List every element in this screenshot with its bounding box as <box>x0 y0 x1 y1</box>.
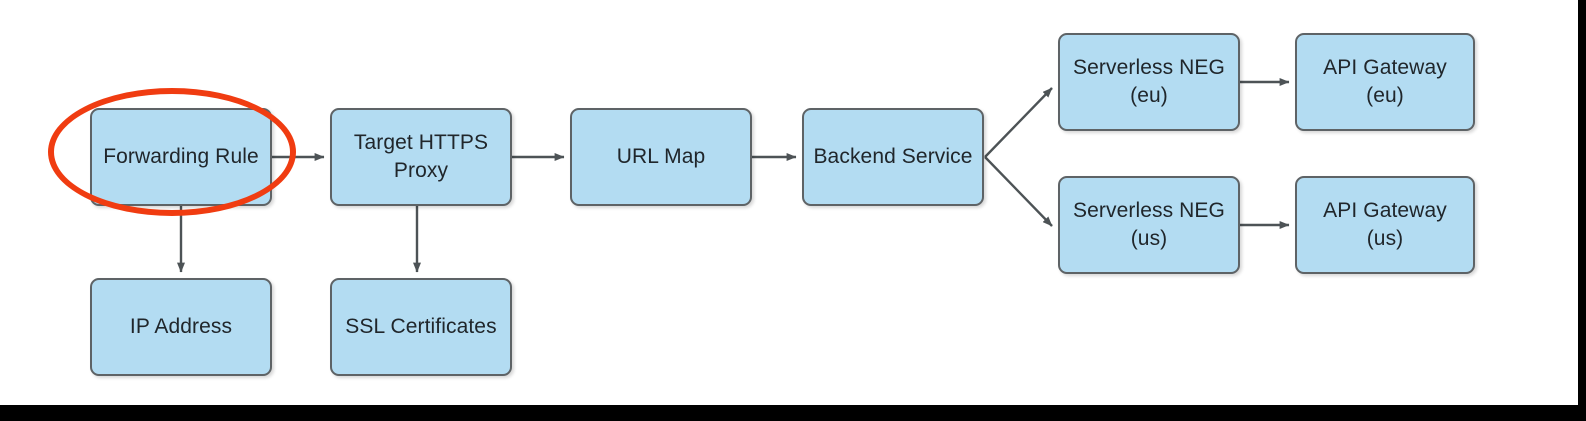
frame-border-bottom <box>0 405 1586 421</box>
node-ip-address[interactable]: IP Address <box>90 278 272 376</box>
node-backend-service[interactable]: Backend Service <box>802 108 984 206</box>
node-url-map[interactable]: URL Map <box>570 108 752 206</box>
node-label-serverless-neg-us: Serverless NEG (us) <box>1073 199 1225 250</box>
node-label-url-map: URL Map <box>616 145 706 169</box>
node-label-ssl-certificates: SSL Certificates <box>345 315 497 339</box>
node-ssl-certificates[interactable]: SSL Certificates <box>330 278 512 376</box>
node-api-gateway-eu[interactable]: API Gateway (eu) <box>1295 33 1475 131</box>
node-label-backend-service: Backend Service <box>813 145 973 169</box>
node-label-target-https-proxy: Target HTTPS Proxy <box>353 131 489 182</box>
node-label-ip-address: IP Address <box>129 315 233 339</box>
node-label-forwarding-rule: Forwarding Rule <box>103 145 259 169</box>
node-target-https-proxy[interactable]: Target HTTPS Proxy <box>330 108 512 206</box>
node-forwarding-rule[interactable]: Forwarding Rule <box>90 108 272 206</box>
edge-backend-to-neg-us <box>984 156 1053 227</box>
node-api-gateway-us[interactable]: API Gateway (us) <box>1295 176 1475 274</box>
node-serverless-neg-eu[interactable]: Serverless NEG (eu) <box>1058 33 1240 131</box>
frame-border-right <box>1578 0 1586 421</box>
node-serverless-neg-us[interactable]: Serverless NEG (us) <box>1058 176 1240 274</box>
node-label-serverless-neg-eu: Serverless NEG (eu) <box>1073 56 1225 107</box>
node-label-api-gateway-eu: API Gateway (eu) <box>1323 56 1447 107</box>
edge-backend-to-neg-eu <box>984 87 1053 158</box>
node-label-api-gateway-us: API Gateway (us) <box>1323 199 1447 250</box>
